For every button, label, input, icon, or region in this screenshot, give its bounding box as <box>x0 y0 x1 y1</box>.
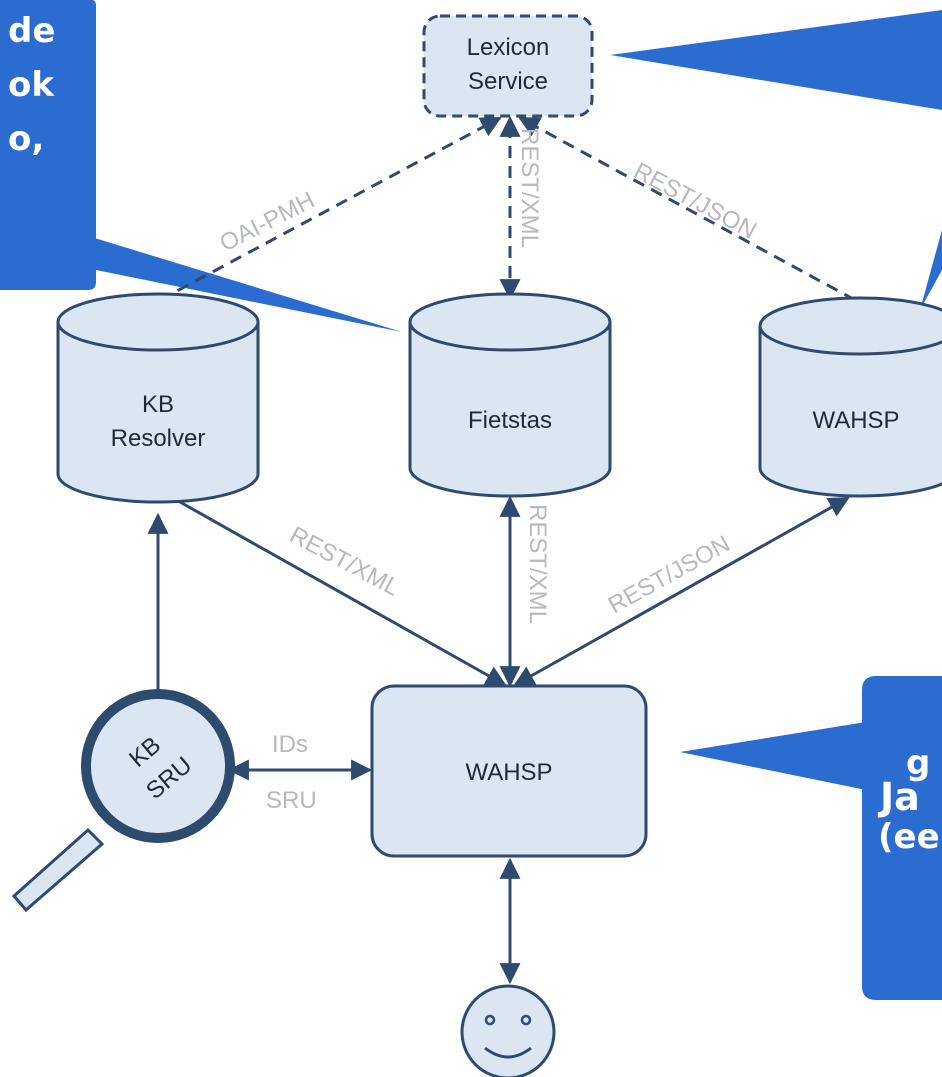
wahsp-application-node: WAHSP <box>370 684 648 858</box>
fietstas-database: Fietstas <box>408 292 612 498</box>
lexicon-service-label-line1: Lexicon <box>467 34 550 61</box>
callout-top-left-line2: ok <box>8 65 55 105</box>
callout-bottom-right-line3: (ee <box>878 817 940 857</box>
callout-bottom-right-line1: g <box>906 743 930 783</box>
magnifier-lens <box>81 689 235 843</box>
edge-label-rest-json-bottom: REST/JSON <box>604 530 735 619</box>
kb-resolver-label-line2: Resolver <box>111 425 206 452</box>
edge-label-sru: SRU <box>266 787 317 814</box>
callout-top-right <box>610 10 942 310</box>
kb-sru-magnifier: KB SRU <box>11 689 235 913</box>
callout-top-left: de ok o, <box>0 0 402 332</box>
fietstas-label: Fietstas <box>468 407 552 434</box>
edge-resolver-to-wahsp <box>179 500 507 687</box>
edge-oai-pmh <box>159 116 502 302</box>
edge-rest-json-lexicon <box>518 116 856 302</box>
callout-top-left-line1: de <box>8 11 55 51</box>
edge-label-rest-xml-top: REST/XML <box>516 128 543 248</box>
lexicon-service-label-line2: Service <box>468 68 548 95</box>
callout-bottom-right: g Ja (ee <box>680 676 942 1000</box>
edge-label-rest-xml-mid: REST/XML <box>524 504 551 624</box>
wahsp-database-label: WAHSP <box>812 407 899 434</box>
edge-label-rest-xml-left: REST/XML <box>285 521 404 601</box>
kb-resolver-label-line1: KB <box>142 391 174 418</box>
callout-bottom-right-line2: Ja <box>877 775 920 819</box>
edge-wahsp-to-wahspdb <box>513 496 850 687</box>
edges <box>147 115 856 985</box>
callout-top-left-line3: o, <box>8 119 44 159</box>
edge-label-rest-json-top: REST/JSON <box>629 157 761 244</box>
kb-resolver-database: KB Resolver <box>56 292 260 504</box>
lexicon-service-node: Lexicon Service <box>422 14 594 118</box>
user-smiley-icon <box>460 984 556 1077</box>
edge-label-ids: IDs <box>272 731 308 758</box>
wahsp-application-label: WAHSP <box>465 759 552 786</box>
magnifier-handle <box>11 827 105 913</box>
wahsp-database: WAHSP <box>758 296 942 498</box>
